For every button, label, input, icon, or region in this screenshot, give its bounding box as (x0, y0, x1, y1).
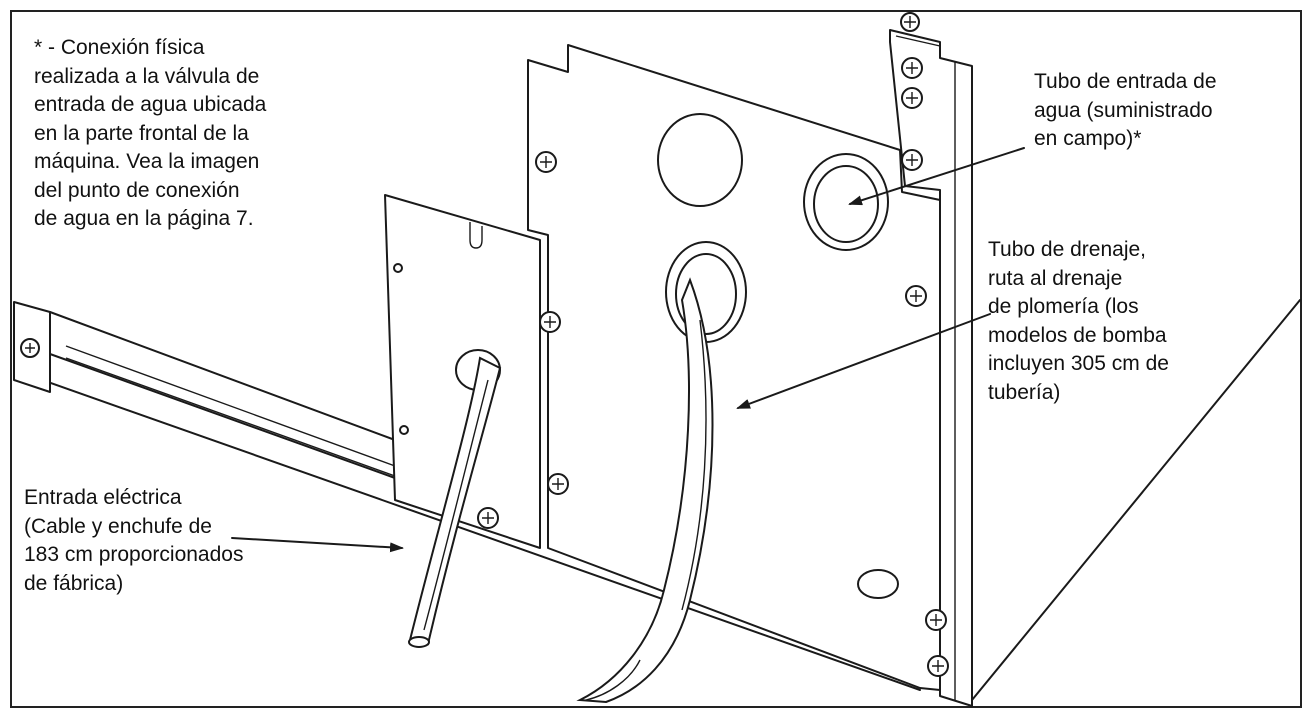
cabinet-right-floor-edge (971, 299, 1301, 701)
drain-line: modelos de bomba (988, 323, 1167, 347)
right-bracket (889, 12, 973, 707)
drain-arrow (736, 313, 991, 409)
drain-line: Tubo de drenaje, (988, 238, 1147, 261)
drain-line: incluyen 305 cm de (988, 352, 1169, 375)
electrical-inlet-label: Entrada eléctrica (Cable y enchufe de 18… (24, 484, 243, 598)
electrical-arrow (231, 537, 404, 553)
drain-line: tubería) (988, 380, 1061, 404)
main-back-panel (527, 44, 941, 691)
water-inlet-line: agua (suministrado (1034, 98, 1213, 122)
note-line: en la parte frontal de la (34, 121, 249, 145)
cabinet-base-edge (13, 369, 921, 691)
water-connection-note: * - Conexión física realizada a la válvu… (34, 34, 266, 234)
drain-line: ruta al drenaje (988, 266, 1123, 290)
note-line: máquina. Vea la imagen (34, 150, 260, 173)
electrical-line: de fábrica) (24, 571, 124, 595)
water-inlet-label: Tubo de entrada de agua (suministrado en… (1034, 68, 1217, 154)
note-line: de agua en la página 7. (34, 207, 254, 230)
water-inlet-arrow (848, 147, 1025, 206)
electrical-line: (Cable y enchufe de (24, 514, 212, 538)
note-line: del punto de conexión (34, 178, 240, 202)
drain-tube-label: Tubo de drenaje, ruta al drenaje de plom… (988, 236, 1169, 407)
electrical-line: 183 cm proporcionados (24, 543, 244, 566)
electrical-cord (408, 356, 502, 648)
electrical-line: Entrada eléctrica (24, 486, 182, 509)
water-inlet-line: en campo)* (1034, 127, 1142, 150)
note-line: entrada de agua ubicada (34, 93, 267, 116)
water-inlet-line: Tubo de entrada de (1034, 70, 1217, 93)
note-line: * - Conexión física (34, 36, 205, 59)
drain-tube (576, 277, 714, 704)
drain-line: de plomería (los (988, 295, 1139, 318)
left-rail (13, 301, 396, 479)
note-line: realizada a la válvula de (34, 64, 260, 88)
